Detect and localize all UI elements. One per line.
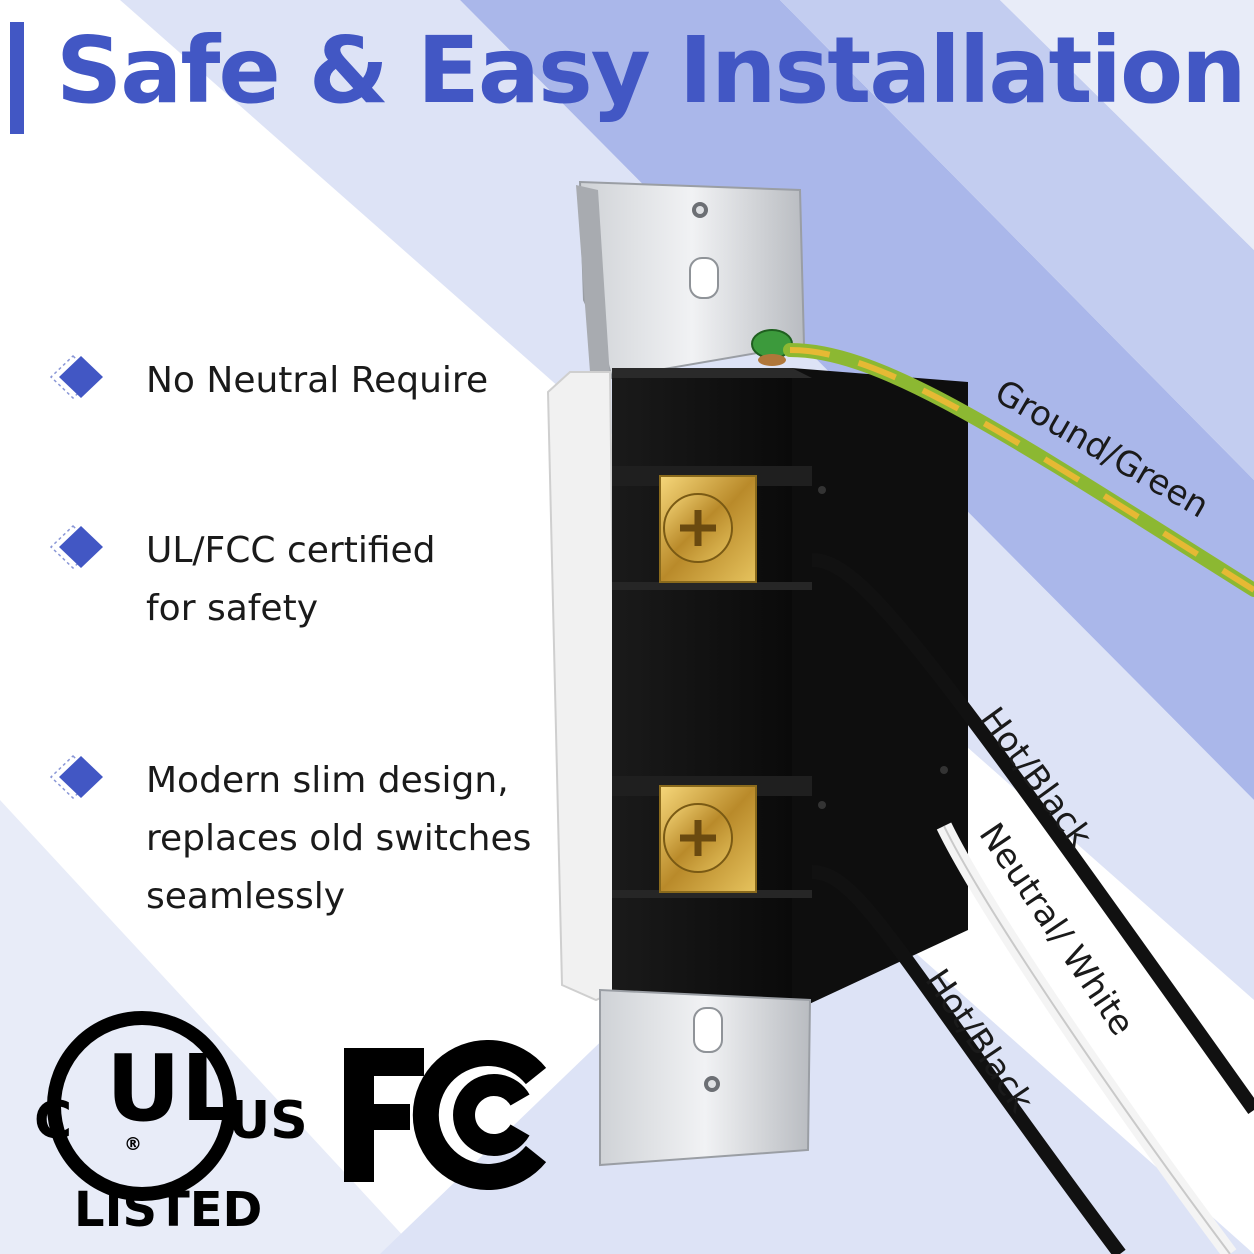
diamond-bullet-icon xyxy=(49,354,103,400)
rocker-face xyxy=(546,371,620,1002)
feature-line: seamlessly xyxy=(146,876,346,917)
ground-screw xyxy=(751,329,793,366)
feature-line: for safety xyxy=(146,588,319,629)
feature-text: UL/FCC certified for safety xyxy=(146,522,436,638)
feature-line: No Neutral Require xyxy=(146,360,489,401)
feature-line: Modern slim design, xyxy=(146,760,509,801)
bottom-mounting-strap xyxy=(599,988,812,1167)
diamond-bullet-icon xyxy=(49,524,103,570)
fcc-logo xyxy=(344,1040,547,1190)
ul-ring xyxy=(47,1011,237,1201)
fcc-inner-c xyxy=(453,1074,530,1156)
terminal-screw-bottom xyxy=(659,785,757,893)
title-accent-bar xyxy=(10,22,24,134)
page-title: Safe & Easy Installation xyxy=(56,17,1247,124)
switch-body xyxy=(612,368,968,1012)
ul-left-letter: C xyxy=(34,1091,72,1151)
ul-right-letters: US xyxy=(228,1091,304,1151)
ul-mark-u: UL xyxy=(106,1035,239,1142)
feature-text: No Neutral Require xyxy=(146,352,488,410)
ul-registered-mark: ® xyxy=(124,1134,142,1155)
wires xyxy=(783,343,1254,1254)
fcc-outer-c xyxy=(412,1040,547,1190)
feature-text: Modern slim design, replaces old switche… xyxy=(146,752,531,926)
ul-listed-logo: UL C US ® LISTED xyxy=(34,1011,304,1238)
ul-listed-caption: LISTED xyxy=(74,1182,262,1238)
fcc-f-letter xyxy=(344,1048,424,1182)
feature-line: UL/FCC certified xyxy=(146,530,436,571)
diamond-bullet-icon xyxy=(49,754,103,800)
feature-line: replaces old switches xyxy=(146,818,532,859)
top-mounting-strap xyxy=(576,180,806,380)
terminal-screw-top xyxy=(659,475,757,583)
